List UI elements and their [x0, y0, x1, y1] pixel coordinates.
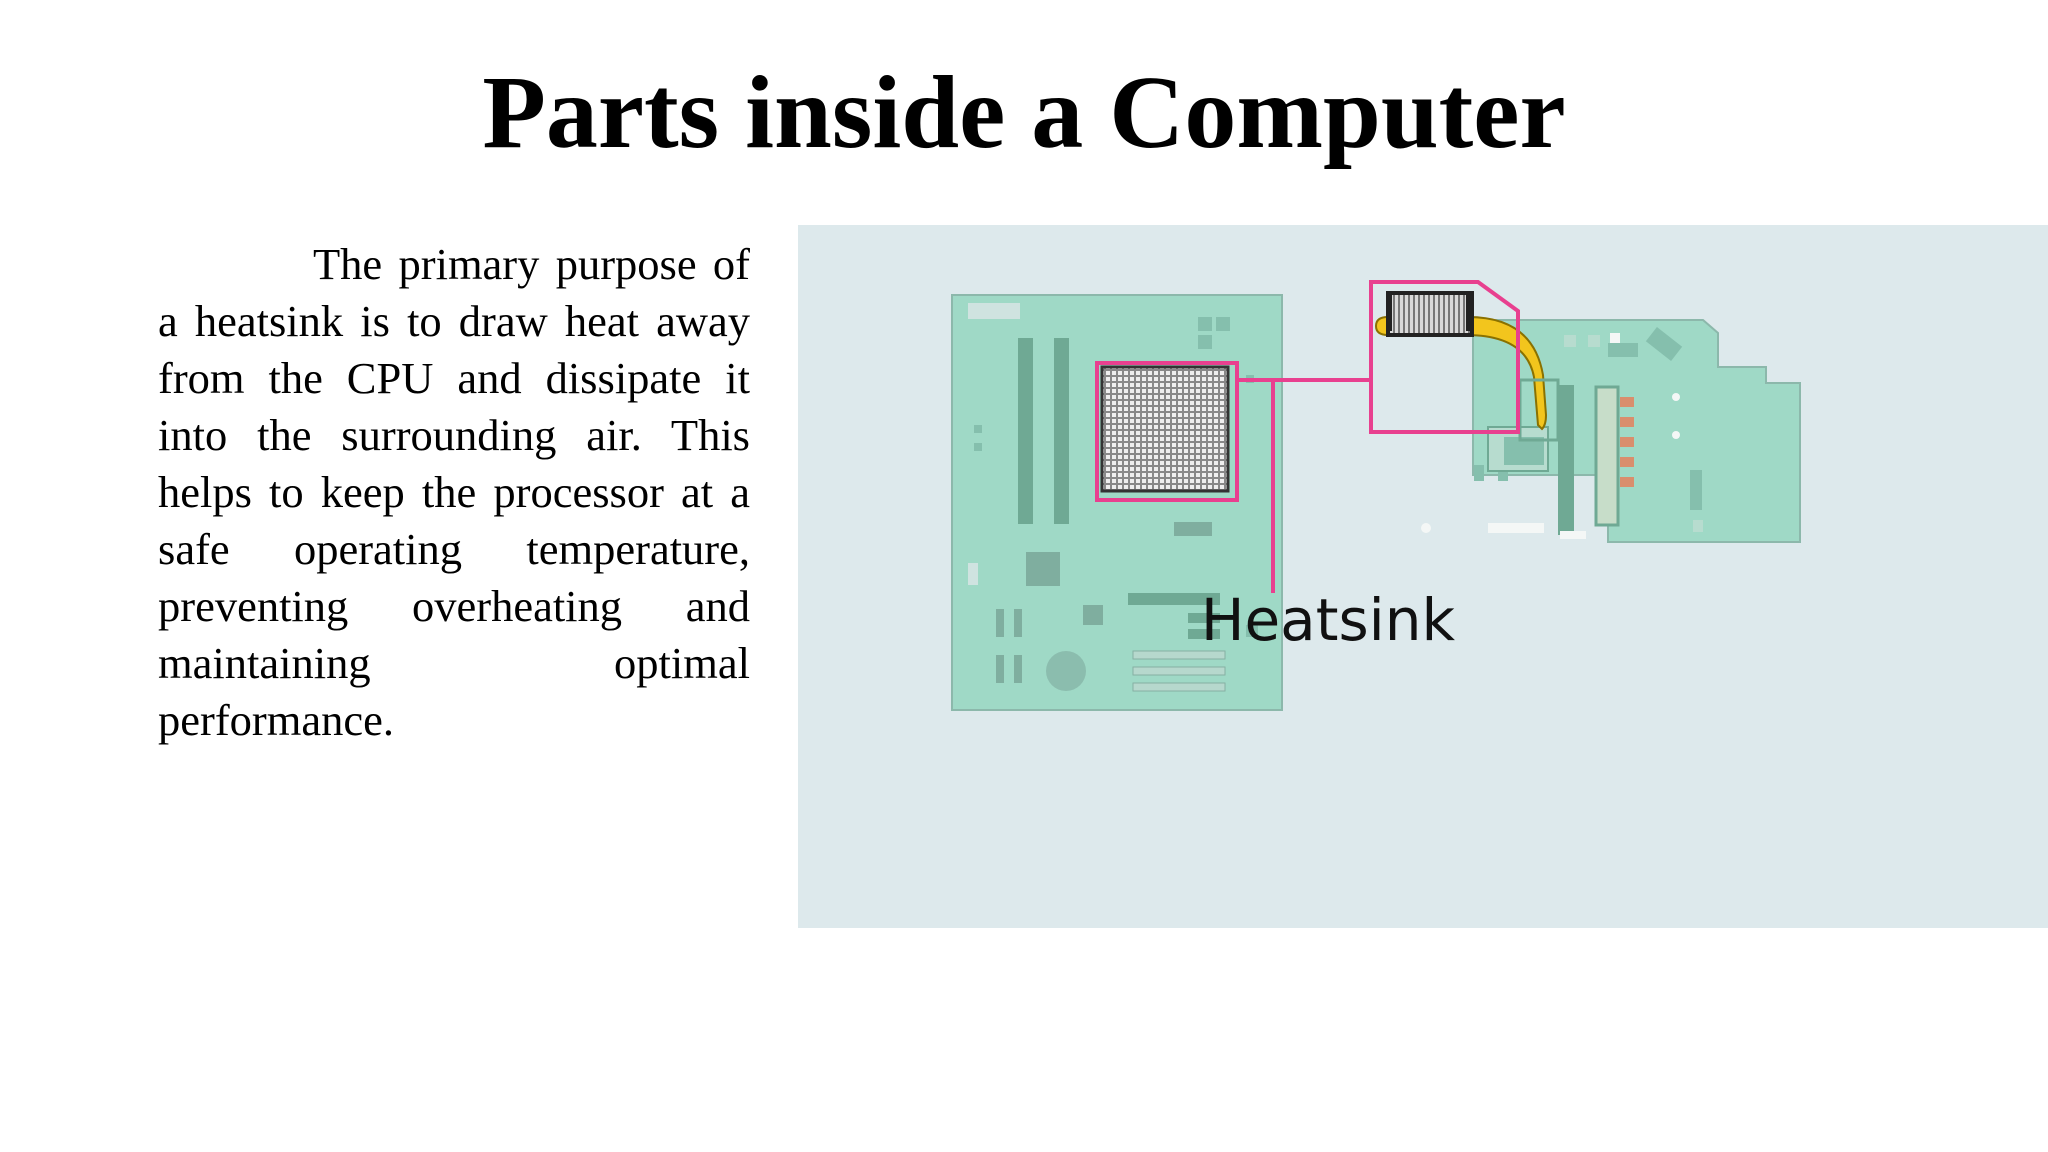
heatsink-diagram: Heatsink	[951, 280, 1801, 711]
cpu-heatsink	[1100, 365, 1230, 493]
heatsink-highlight-left	[1095, 361, 1239, 502]
slide-title: Parts inside a Computer	[482, 55, 1566, 170]
heatsink-callout-label: Heatsink	[1201, 586, 1456, 654]
body-paragraph: The primary purpose of a heatsink is to …	[158, 239, 750, 745]
callout-connector	[1237, 378, 1371, 593]
heatsink-figure: Heatsink	[798, 225, 2048, 928]
motherboard-right	[1421, 319, 1801, 543]
heatsink-highlight-right	[1369, 280, 1520, 434]
